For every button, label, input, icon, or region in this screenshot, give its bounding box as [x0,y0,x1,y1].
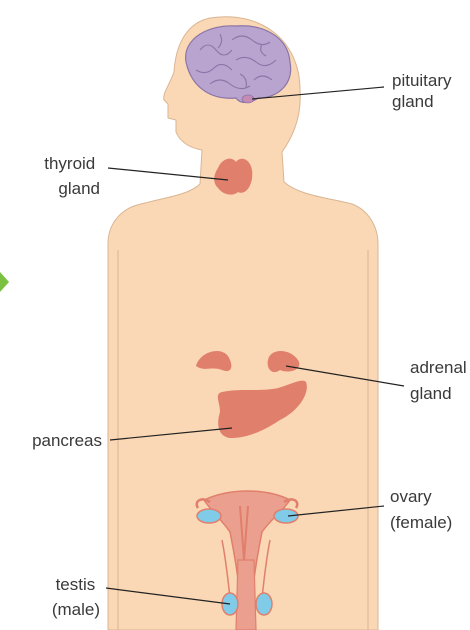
adrenal-label-line1: adrenal [410,358,467,377]
adrenal-label-line2: gland [410,384,452,403]
thyroid-label-line1: thyroid [44,154,95,173]
thyroid-label: thyroid gland [44,154,100,198]
pituitary-label-line2: gland [392,92,434,111]
testis-label-line1: testis [56,575,96,594]
ovary-label-line1: ovary [390,487,432,506]
testis-right [256,593,272,615]
pituitary-label-line1: pituitary [392,71,452,90]
penis [236,560,256,630]
arrow-marker [0,272,9,292]
adrenal-label: adrenal gland [410,358,470,403]
ovary-label: ovary (female) [390,487,452,532]
pancreas-label: pancreas [32,431,102,450]
pancreas-label-line1: pancreas [32,431,102,450]
ovary-label-line2: (female) [390,513,452,532]
testis-label-line2: (male) [52,600,100,619]
ovary-right [274,509,298,523]
testis-label: testis (male) [52,575,100,619]
ovary-left [197,509,221,523]
thyroid-label-line2: gland [58,179,100,198]
pituitary-label: pituitary gland [392,71,456,111]
